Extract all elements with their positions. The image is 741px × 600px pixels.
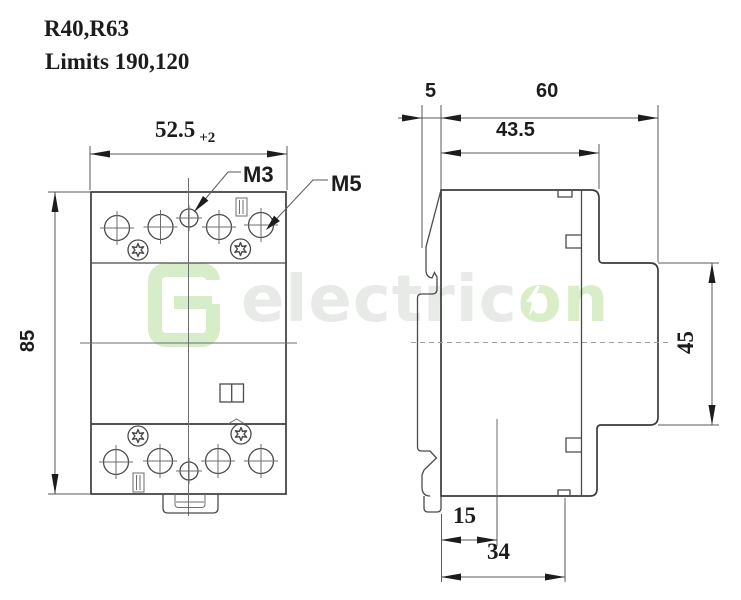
dim-bottom-width: 34	[487, 539, 510, 564]
front-view	[80, 178, 297, 516]
watermark-text: electricon	[241, 268, 609, 332]
dim-front-depth: 43.5	[496, 119, 535, 141]
dim-bottom-offset: 15	[453, 503, 476, 528]
dim-front-height: 85	[17, 329, 40, 353]
limits-title: Limits 190,120	[45, 49, 190, 74]
side-view	[411, 189, 668, 513]
dim-label-m5: M5	[331, 171, 362, 196]
dim-total-depth: 60	[536, 80, 559, 102]
lightning-icon	[525, 286, 543, 316]
watermark-text-gray: electric	[241, 263, 518, 337]
dim-din-offset: 5	[425, 80, 437, 102]
model-title: R40,R63	[44, 16, 129, 41]
electricon-logo	[148, 263, 224, 347]
watermark-text-green: on	[517, 263, 610, 337]
dim-front-width: 52.5+2	[155, 118, 215, 146]
dim-rear-height: 45	[673, 331, 698, 354]
dim-front-width-tolerance: +2	[199, 130, 216, 146]
dimension-annotations	[48, 105, 719, 582]
dim-front-width-value: 52.5	[155, 117, 196, 142]
dim-label-m3: M3	[243, 162, 274, 187]
